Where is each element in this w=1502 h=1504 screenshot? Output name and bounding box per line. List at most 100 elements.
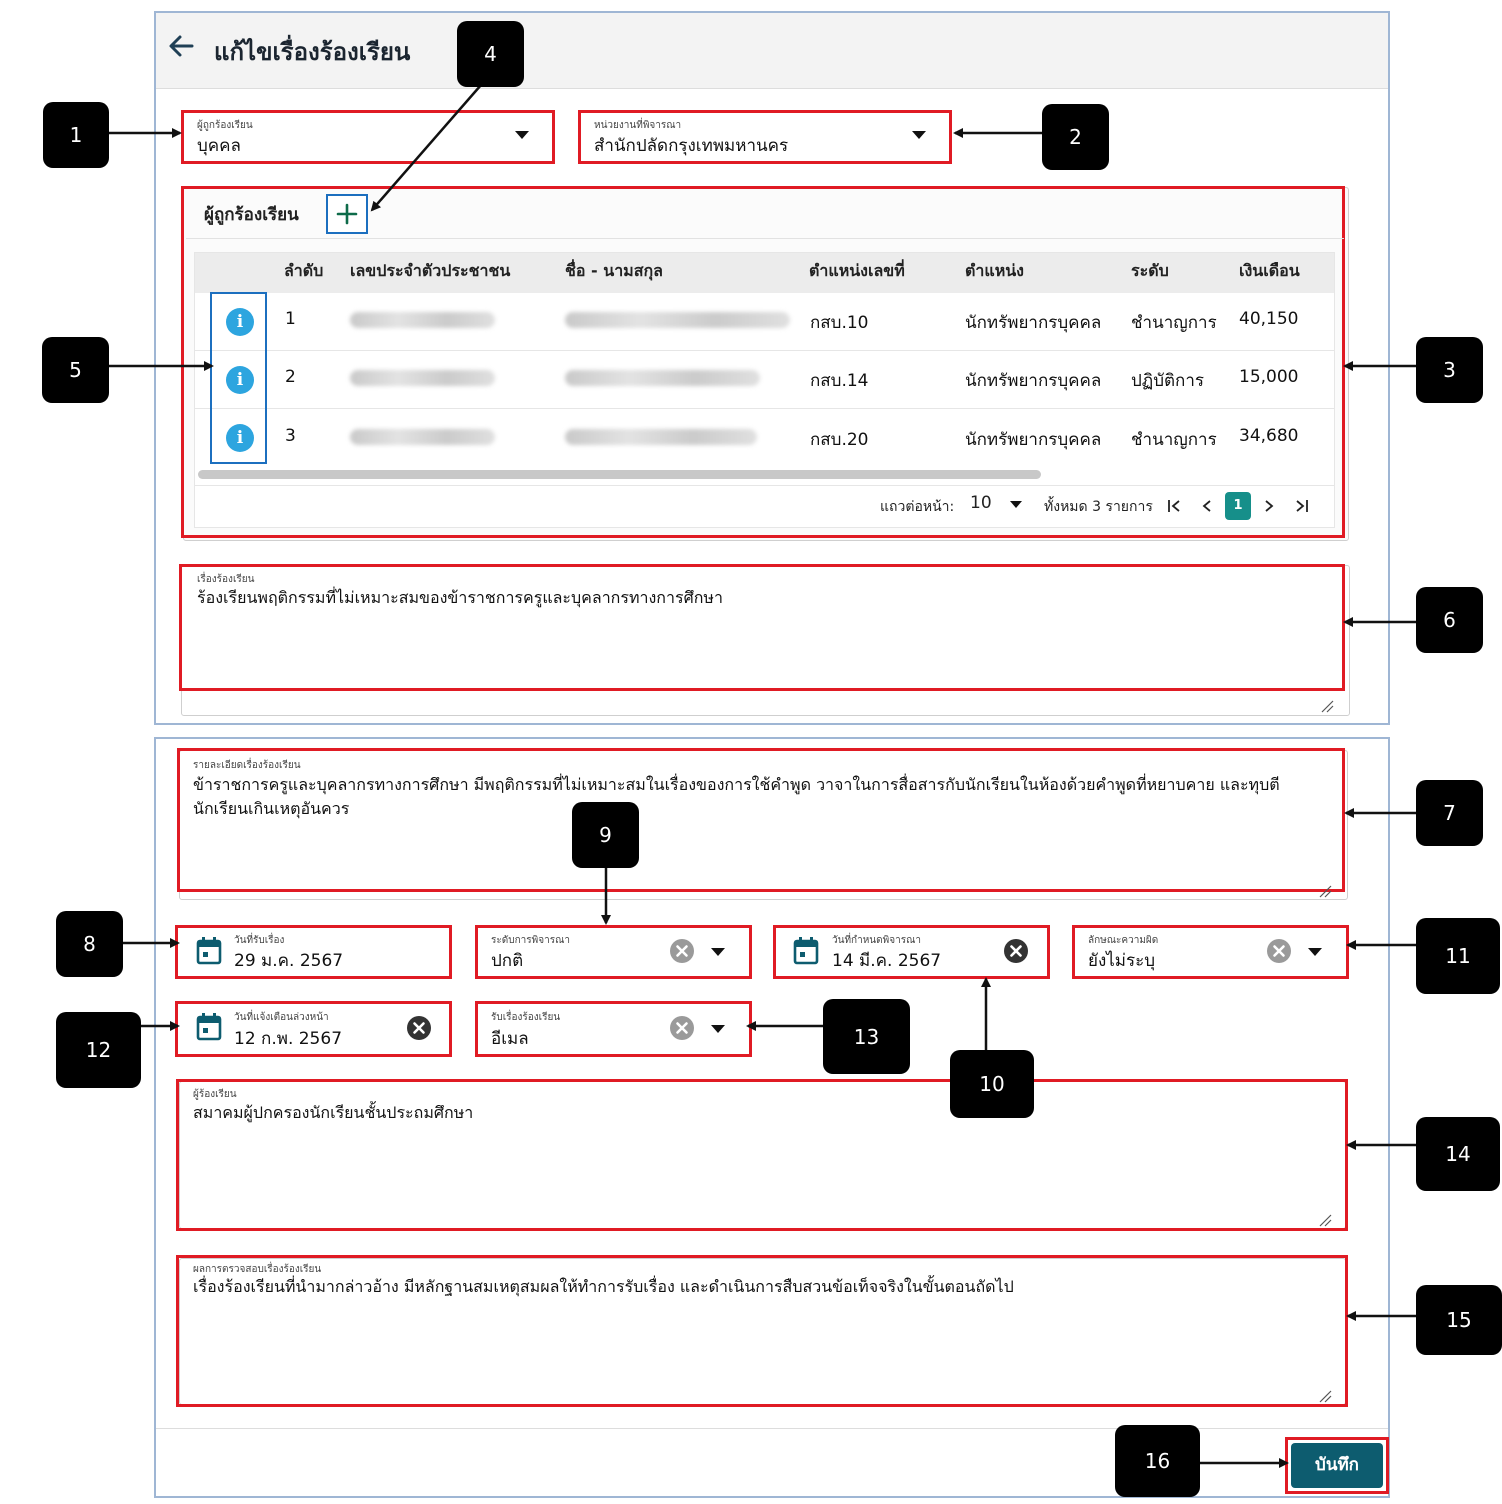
row-no: 1 <box>285 309 296 329</box>
table-horizontal-scrollbar[interactable] <box>198 470 1041 479</box>
row-position-no: กสบ.14 <box>810 371 869 391</box>
col-header-level: ระดับ <box>1131 261 1169 280</box>
total-records: ทั้งหมด 3 รายการ <box>1044 499 1153 515</box>
channel-select[interactable] <box>475 1001 752 1057</box>
channel-label: รับเรื่องร้องเรียน <box>491 1012 561 1023</box>
subject-value: ร้องเรียนพฤติกรรมที่ไม่เหมาะสมของข้าราชก… <box>197 588 723 607</box>
callout-badge: 15 <box>1416 1285 1502 1355</box>
redacted-citizen-id <box>350 429 495 445</box>
chevron-down-icon[interactable] <box>711 948 725 956</box>
callout-badge: 5 <box>42 337 109 403</box>
row-no: 3 <box>285 426 296 446</box>
save-button[interactable]: บันทึก <box>1291 1443 1383 1488</box>
calendar-icon[interactable] <box>195 936 223 966</box>
col-header-salary: เงินเดือน <box>1239 261 1300 280</box>
row-position-no: กสบ.10 <box>810 313 869 333</box>
redacted-citizen-id <box>350 370 495 386</box>
col-header-position: ตำแหน่ง <box>965 261 1024 280</box>
add-accused-button[interactable] <box>326 194 368 234</box>
due-date-label: วันที่กำหนดพิจารณา <box>832 935 921 946</box>
notify-date-label: วันที่แจ้งเตือนล่วงหน้า <box>234 1012 329 1023</box>
back-arrow-icon[interactable] <box>166 32 196 60</box>
review-result-textarea[interactable] <box>179 1258 1346 1405</box>
rows-per-page-label: แถวต่อหน้า: <box>880 499 955 515</box>
callout-badge: 16 <box>1115 1425 1200 1497</box>
rows-per-page-value[interactable]: 10 <box>970 493 992 513</box>
due-date-picker[interactable] <box>773 925 1050 979</box>
row-position: นักทรัพยากรบุคคล <box>965 371 1102 391</box>
callout-badge: 11 <box>1416 918 1500 994</box>
last-page-icon[interactable] <box>1292 498 1310 514</box>
callout-badge: 6 <box>1416 587 1483 653</box>
received-date-value: 29 ม.ค. 2567 <box>234 951 344 971</box>
row-level: ชำนาญการ <box>1131 313 1217 333</box>
detail-value: ข้าราชการครูและบุคลากรทางการศึกษา มีพฤติ… <box>193 775 1280 818</box>
col-header-name: ชื่อ - นามสกุล <box>565 261 663 280</box>
callout-badge: 13 <box>823 999 910 1074</box>
calendar-icon[interactable] <box>195 1012 223 1042</box>
complainant-textarea[interactable] <box>179 1081 1346 1229</box>
col-header-no: ลำดับ <box>284 261 324 280</box>
clear-icon[interactable] <box>1003 938 1029 964</box>
col-header-position-no: ตำแหน่งเลขที่ <box>809 261 905 280</box>
detail-label: รายละเอียดเรื่องร้องเรียน <box>193 760 301 771</box>
row-level: ชำนาญการ <box>1131 430 1217 450</box>
info-icon[interactable]: i <box>226 308 254 336</box>
complainant-value: สมาคมผู้ปกครองนักเรียนชั้นประถมศึกษา <box>193 1103 474 1122</box>
callout-badge: 3 <box>1416 337 1483 403</box>
col-header-citizen-id: เลขประจำตัวประชาชน <box>350 261 511 280</box>
channel-value: อีเมล <box>491 1029 529 1049</box>
callout-badge: 12 <box>56 1012 141 1088</box>
chevron-down-icon[interactable] <box>711 1025 725 1033</box>
agency-value: สำนักปลัดกรุงเทพมหานคร <box>594 136 789 156</box>
page-header <box>156 13 1388 89</box>
row-salary: 34,680 <box>1239 426 1299 446</box>
section-divider <box>186 238 1344 239</box>
redacted-full-name <box>565 370 760 386</box>
callout-badge: 10 <box>950 1050 1034 1118</box>
table-footer-divider <box>195 485 1334 486</box>
priority-select[interactable] <box>475 925 752 979</box>
first-page-icon[interactable] <box>1166 498 1184 514</box>
next-page-icon[interactable] <box>1262 498 1276 514</box>
callout-badge: 2 <box>1042 104 1109 170</box>
table-row <box>195 351 1334 409</box>
offense-type-select[interactable] <box>1072 925 1349 979</box>
page-button-current[interactable]: 1 <box>1225 492 1251 520</box>
callout-badge: 14 <box>1416 1117 1500 1191</box>
resize-handle-icon[interactable] <box>1320 699 1334 713</box>
clear-icon[interactable] <box>669 1015 695 1041</box>
clear-icon[interactable] <box>1266 938 1292 964</box>
notify-date-value: 12 ก.พ. 2567 <box>234 1029 343 1049</box>
chevron-down-icon[interactable] <box>912 131 926 139</box>
resize-handle-icon[interactable] <box>1318 884 1332 898</box>
callout-badge: 8 <box>56 911 123 977</box>
resize-handle-icon[interactable] <box>1318 1389 1332 1403</box>
subject-label: เรื่องร้องเรียน <box>197 574 255 585</box>
row-level: ปฏิบัติการ <box>1131 371 1205 391</box>
chevron-down-icon[interactable] <box>1010 501 1022 508</box>
row-position: นักทรัพยากรบุคคล <box>965 430 1102 450</box>
table-header-row <box>195 253 1334 293</box>
row-position-no: กสบ.20 <box>810 430 869 450</box>
due-date-value: 14 มี.ค. 2567 <box>832 951 942 971</box>
agency-select[interactable] <box>578 110 952 164</box>
info-icon[interactable]: i <box>226 366 254 394</box>
info-column-annotation <box>210 292 267 464</box>
row-position: นักทรัพยากรบุคคล <box>965 313 1102 333</box>
complainant-annotation <box>176 1079 1348 1231</box>
chevron-down-icon[interactable] <box>1308 948 1322 956</box>
redacted-full-name <box>565 429 757 445</box>
accused-type-select[interactable] <box>181 110 555 164</box>
resize-handle-icon[interactable] <box>1318 1213 1332 1227</box>
row-salary: 15,000 <box>1239 367 1299 387</box>
prev-page-icon[interactable] <box>1200 498 1214 514</box>
callout-badge: 9 <box>572 802 639 868</box>
priority-label: ระดับการพิจารณา <box>491 935 570 946</box>
info-icon[interactable]: i <box>226 424 254 452</box>
clear-icon[interactable] <box>406 1015 432 1041</box>
chevron-down-icon[interactable] <box>515 131 529 139</box>
clear-icon[interactable] <box>669 938 695 964</box>
calendar-icon[interactable] <box>792 936 820 966</box>
